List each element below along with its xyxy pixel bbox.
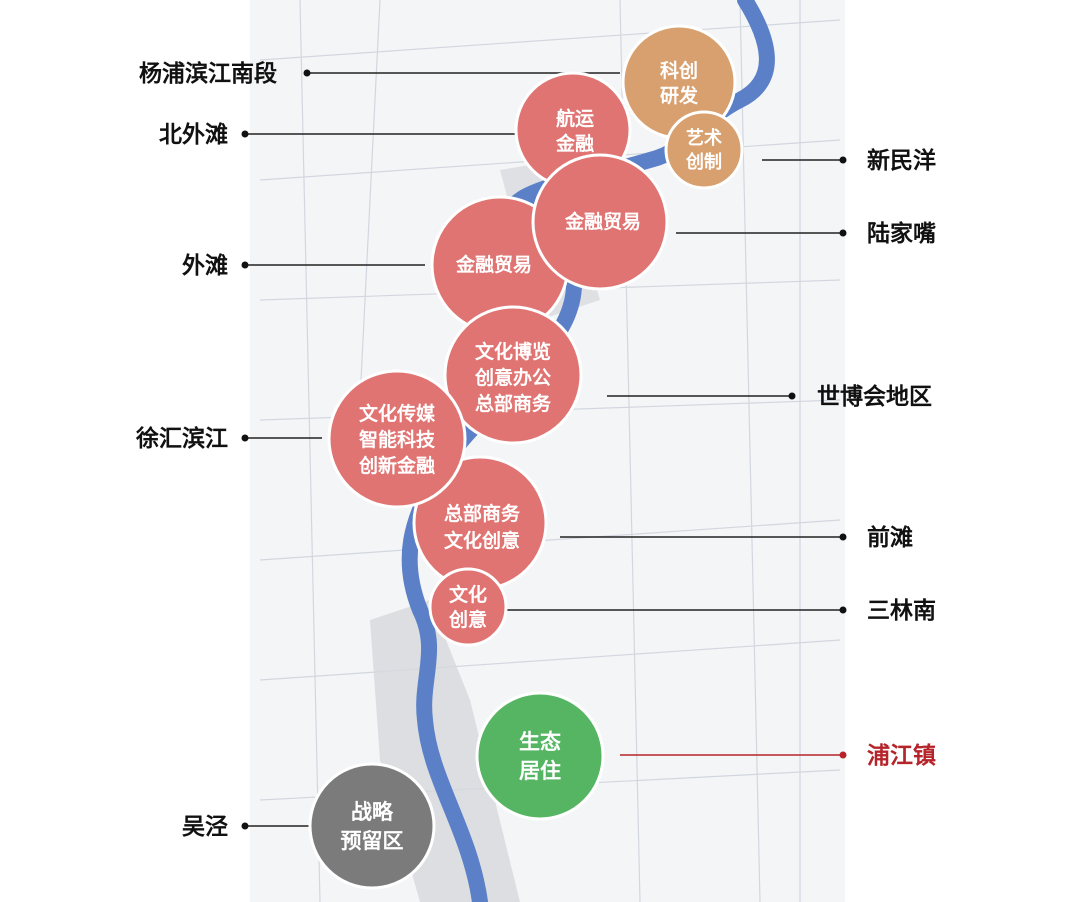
bubble-text: 创制 — [685, 151, 722, 173]
bubble-text: 文化博览 — [475, 340, 551, 363]
bubble-xuhui — [327, 369, 467, 509]
label-wujing: 吴泾 — [182, 814, 228, 840]
label-sanlinnan: 三林南 — [867, 597, 936, 624]
bubble-lujiazui — [531, 153, 669, 291]
label-pujiangzhen: 浦江镇 — [867, 742, 936, 769]
bubble-text: 智能科技 — [359, 428, 436, 451]
label-xuhui: 徐汇滨江 — [135, 425, 228, 452]
label-xinminyang: 新民洋 — [867, 147, 936, 174]
bubble-wujing — [308, 762, 436, 890]
bubble-text: 研发 — [660, 84, 699, 107]
label-yangpu: 杨浦滨江南段 — [139, 60, 277, 87]
bubble-shibo — [443, 305, 583, 445]
bubble-text: 总部商务 — [444, 502, 521, 525]
bubble-text: 科创 — [660, 59, 698, 82]
bubble-yishu — [664, 110, 744, 190]
bubble-text: 金融贸易 — [455, 253, 532, 276]
bubble-text: 创意办公 — [474, 366, 551, 389]
bubble-text: 创新金融 — [358, 454, 435, 477]
label-beiwaitan: 北外滩 — [159, 121, 228, 148]
bubble-pujiang — [475, 691, 605, 821]
bubble-text: 文化传媒 — [359, 402, 436, 425]
label-lujiazui: 陆家嘴 — [867, 220, 936, 247]
connector-dot-pujiang — [839, 751, 847, 759]
bubble-text: 战略 — [351, 800, 394, 824]
label-shibo: 世博会地区 — [817, 383, 932, 410]
bubble-text: 预留区 — [341, 829, 404, 853]
bubbles — [308, 24, 744, 890]
bubble-text: 创意 — [448, 608, 487, 631]
bubble-text: 居住 — [519, 759, 561, 783]
label-waitan: 外滩 — [182, 252, 228, 279]
bubble-text: 金融贸易 — [564, 210, 641, 233]
bubble-text: 文化 — [449, 583, 487, 606]
bubble-text: 文化创意 — [444, 529, 520, 552]
connector-dots — [241, 69, 847, 830]
bubble-text: 金融 — [555, 132, 594, 155]
bubble-text: 生态 — [519, 730, 561, 754]
bubble-text: 总部商务 — [475, 392, 552, 415]
label-qiantan: 前滩 — [867, 524, 913, 551]
bubble-sanlin — [428, 567, 508, 647]
bubble-text: 航运 — [556, 107, 594, 130]
bubble-text: 艺术 — [686, 127, 722, 149]
